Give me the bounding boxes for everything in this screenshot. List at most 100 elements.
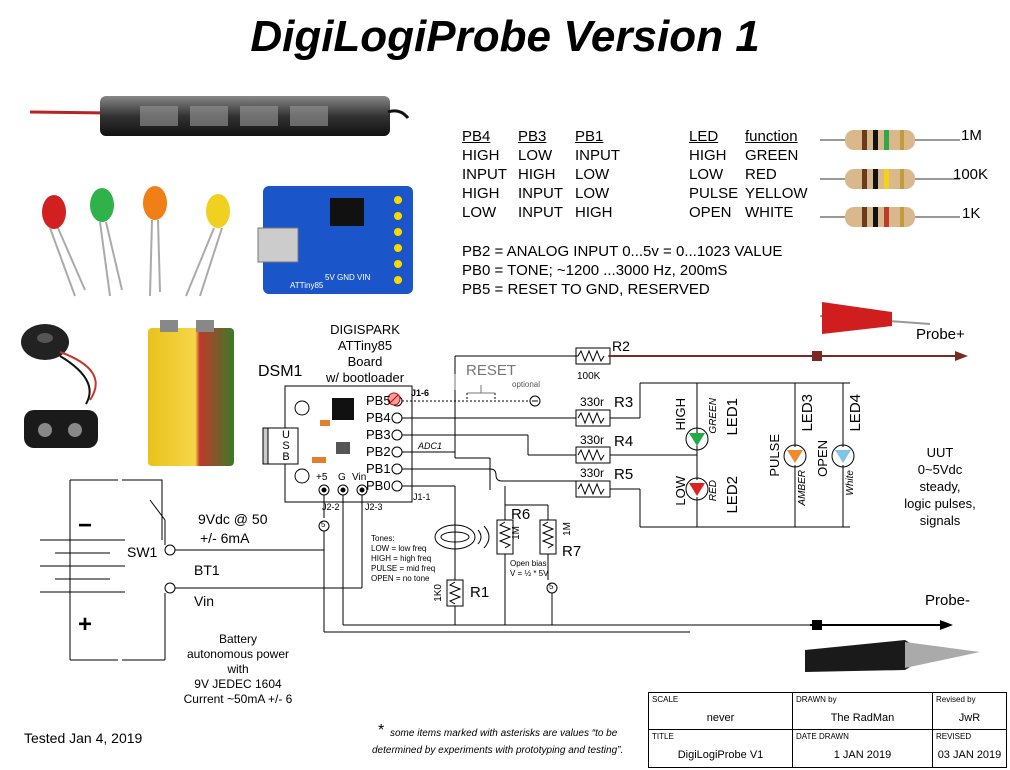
col-header: PB1 xyxy=(575,128,604,145)
uut-line: signals xyxy=(919,513,961,528)
connector-label: J2-2 xyxy=(322,502,340,512)
power-pin-label: +5 xyxy=(316,472,328,483)
resistor-ref: R5 xyxy=(614,466,634,483)
node-label: 5 xyxy=(549,582,554,591)
led-color-label: GREEN xyxy=(708,398,719,434)
pin-label: PB4 xyxy=(366,410,391,425)
cell-caption: Revised by xyxy=(936,695,976,704)
resistor-value-label: 1K xyxy=(962,205,981,222)
probe-plus-wire xyxy=(610,351,968,361)
led-state-label: PULSE xyxy=(767,434,782,477)
led2-symbol xyxy=(689,483,705,496)
uut-note: UUT 0~5Vdc steady, logic pulses, signals xyxy=(890,444,990,529)
table-cell: INPUT xyxy=(462,166,507,183)
tones-line: LOW = low freq xyxy=(371,544,427,553)
resistor-value: 1M xyxy=(562,522,573,536)
led-state-label: OPEN xyxy=(815,440,830,477)
cell-caption: DATE DRAWN xyxy=(796,732,849,741)
probe-plus-photo xyxy=(819,302,931,334)
led-state-label: LOW xyxy=(673,476,688,506)
table-cell: INPUT xyxy=(575,147,620,164)
resistor-value: 330r xyxy=(580,433,605,447)
resistor-value: 1M xyxy=(511,526,522,540)
board-label-line: Board xyxy=(347,354,383,369)
table-cell: WHITE xyxy=(745,204,794,221)
board-ref: DSM1 xyxy=(258,363,303,380)
table-cell: OPEN xyxy=(689,204,732,221)
cell-value: JwR xyxy=(958,712,981,724)
table-cell: HIGH xyxy=(518,166,556,183)
led-photos xyxy=(42,186,230,297)
battery-note-line: with xyxy=(227,662,249,676)
svg-text:5V GND VIN: 5V GND VIN xyxy=(325,273,371,282)
pin-notes: PB2 = ANALOG INPUT 0...5v = 0...1023 VAL… xyxy=(462,242,842,299)
cell-caption: TITLE xyxy=(652,732,674,741)
battery-photo xyxy=(148,320,234,466)
board-label-line: w/ bootloader xyxy=(325,370,405,385)
resistor-value: 100K xyxy=(577,371,601,382)
board-label: DIGISPARK ATTiny85 Board w/ bootloader xyxy=(310,322,420,386)
switch-ref: SW1 xyxy=(127,544,158,560)
led-ref: LED4 xyxy=(847,394,864,432)
table-cell: HIGH xyxy=(575,204,613,221)
pin-label: PB1 xyxy=(366,461,391,476)
board-label-line: ATTiny85 xyxy=(337,338,393,353)
footnote-line: determined by experiments with prototypi… xyxy=(372,745,624,756)
led-ref: LED2 xyxy=(724,476,741,514)
title-block-cell: REVISED 03 JAN 2019 xyxy=(933,730,1006,767)
cell-value: 1 JAN 2019 xyxy=(833,749,892,761)
resistor-ref: R4 xyxy=(614,433,634,450)
title-block: SCALE never DRAWN by The RadMan Revised … xyxy=(648,692,1007,768)
led-color-label: White xyxy=(845,470,856,496)
power-pin-label: G xyxy=(338,472,346,483)
node-label: 5 xyxy=(321,520,326,529)
battery-note: Battery autonomous power with 9V JEDEC 1… xyxy=(178,632,298,707)
tested-date: Tested Jan 4, 2019 xyxy=(24,730,143,746)
table-cell: LOW xyxy=(518,147,553,164)
title-block-cell: DATE DRAWN 1 JAN 2019 xyxy=(793,730,933,767)
resistor-value-label: 100K xyxy=(953,166,989,183)
resistor-ref: R7 xyxy=(562,543,582,560)
asterisk-icon: * xyxy=(378,722,385,739)
title-block-cell: Revised by JwR xyxy=(933,693,1006,730)
probe-minus-wire xyxy=(810,620,953,630)
table-cell: LOW xyxy=(575,166,610,183)
table-cell: LOW xyxy=(462,204,497,221)
resistor-value: 330r xyxy=(580,395,605,409)
uut-line: 0~5Vdc xyxy=(917,462,963,477)
led-color-label: AMBER xyxy=(797,470,808,506)
table-cell: INPUT xyxy=(518,185,563,202)
connector-label: J1-1 xyxy=(413,492,431,502)
title-block-cell: DRAWN by The RadMan xyxy=(793,693,933,730)
probe-minus-label: Probe- xyxy=(925,592,971,609)
vin-label: Vin xyxy=(194,593,214,609)
tones-line: OPEN = no tone xyxy=(371,574,430,583)
open-bias-line: V = ½ * 5V xyxy=(510,569,549,578)
reset-note: optional xyxy=(512,380,541,389)
title-block-cell: SCALE never xyxy=(649,693,793,730)
resistor-ref: R3 xyxy=(614,394,634,411)
table-cell: PULSE xyxy=(689,185,739,202)
led3-symbol xyxy=(787,450,803,463)
open-bias-line: Open bias xyxy=(510,559,547,568)
resistor-value: 330r xyxy=(580,466,605,480)
truth-table: PB4 HIGH INPUT HIGH LOW PB3 LOW HIGH INP… xyxy=(462,127,822,227)
tones-line: Tones: xyxy=(371,534,395,543)
resistor-value: 1K0 xyxy=(433,584,444,602)
led4-symbol xyxy=(835,450,851,463)
uut-line: UUT xyxy=(926,445,954,460)
uut-line: logic pulses, xyxy=(904,496,976,511)
led-ref: LED1 xyxy=(724,398,741,436)
led-state-label: HIGH xyxy=(673,398,688,431)
cell-value: never xyxy=(706,712,735,724)
battery-ref: BT1 xyxy=(194,562,220,578)
connector-label: J2-3 xyxy=(365,502,383,512)
cell-value: DigiLogiProbe V1 xyxy=(677,749,764,761)
resistor-value-label: 1M xyxy=(961,127,982,144)
resistor-photos xyxy=(820,130,960,227)
table-cell: YELLOW xyxy=(745,185,808,202)
footnote-line: some items marked with asterisks are val… xyxy=(390,728,618,739)
table-cell: GREEN xyxy=(745,147,799,164)
connector-label: J1-6 xyxy=(411,388,430,398)
battery-note-line: 9V JEDEC 1604 xyxy=(194,677,282,691)
